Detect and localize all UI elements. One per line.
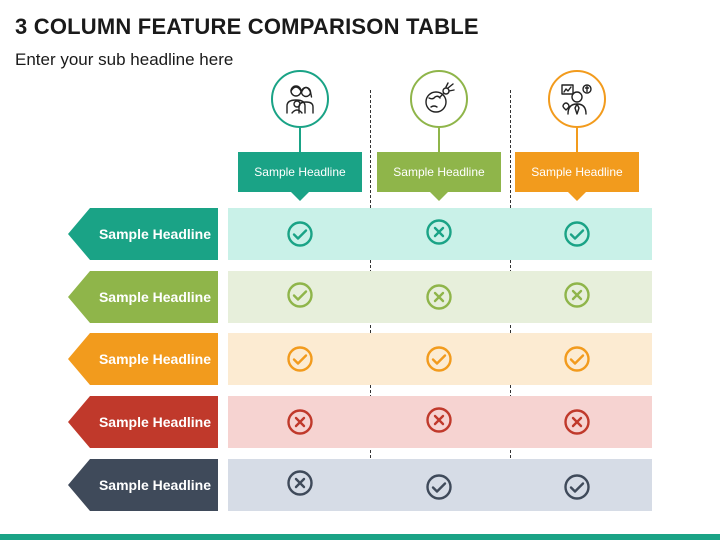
column-connector xyxy=(437,128,441,152)
row-label: Sample Headline xyxy=(68,271,218,323)
cross-icon xyxy=(425,406,453,434)
page-title: 3 COLUMN FEATURE COMPARISON TABLE xyxy=(15,14,479,39)
column-header-label: Sample Headline xyxy=(531,165,623,179)
cross-icon xyxy=(425,218,453,246)
row-label: Sample Headline xyxy=(68,333,218,385)
column-header-pointer xyxy=(291,192,309,201)
check-icon xyxy=(425,473,453,501)
check-icon xyxy=(563,473,591,501)
column-header-pointer xyxy=(568,192,586,201)
column-header-label: Sample Headline xyxy=(393,165,485,179)
row-label: Sample Headline xyxy=(68,396,218,448)
check-icon xyxy=(286,220,314,248)
column-header-label: Sample Headline xyxy=(254,165,346,179)
page-subtitle: Enter your sub headline here xyxy=(15,50,234,69)
column-icon-circle xyxy=(410,70,468,128)
column-header-pointer xyxy=(430,192,448,201)
cross-icon xyxy=(563,408,591,436)
column-connector xyxy=(575,128,579,152)
cross-icon xyxy=(286,408,314,436)
check-icon xyxy=(425,345,453,373)
column-header: Sample Headline xyxy=(377,152,501,201)
column-connector xyxy=(298,128,302,152)
column-header: Sample Headline xyxy=(515,152,639,201)
cross-icon xyxy=(425,283,453,311)
check-icon xyxy=(563,220,591,248)
column-icon-circle xyxy=(271,70,329,128)
cross-icon xyxy=(563,281,591,309)
cross-icon xyxy=(286,469,314,497)
column-icon-circle xyxy=(548,70,606,128)
row-label: Sample Headline xyxy=(68,208,218,260)
row-label: Sample Headline xyxy=(68,459,218,511)
check-icon xyxy=(286,281,314,309)
bottom-accent-bar xyxy=(0,534,720,540)
check-icon xyxy=(286,345,314,373)
column-header: Sample Headline xyxy=(238,152,362,201)
check-icon xyxy=(563,345,591,373)
